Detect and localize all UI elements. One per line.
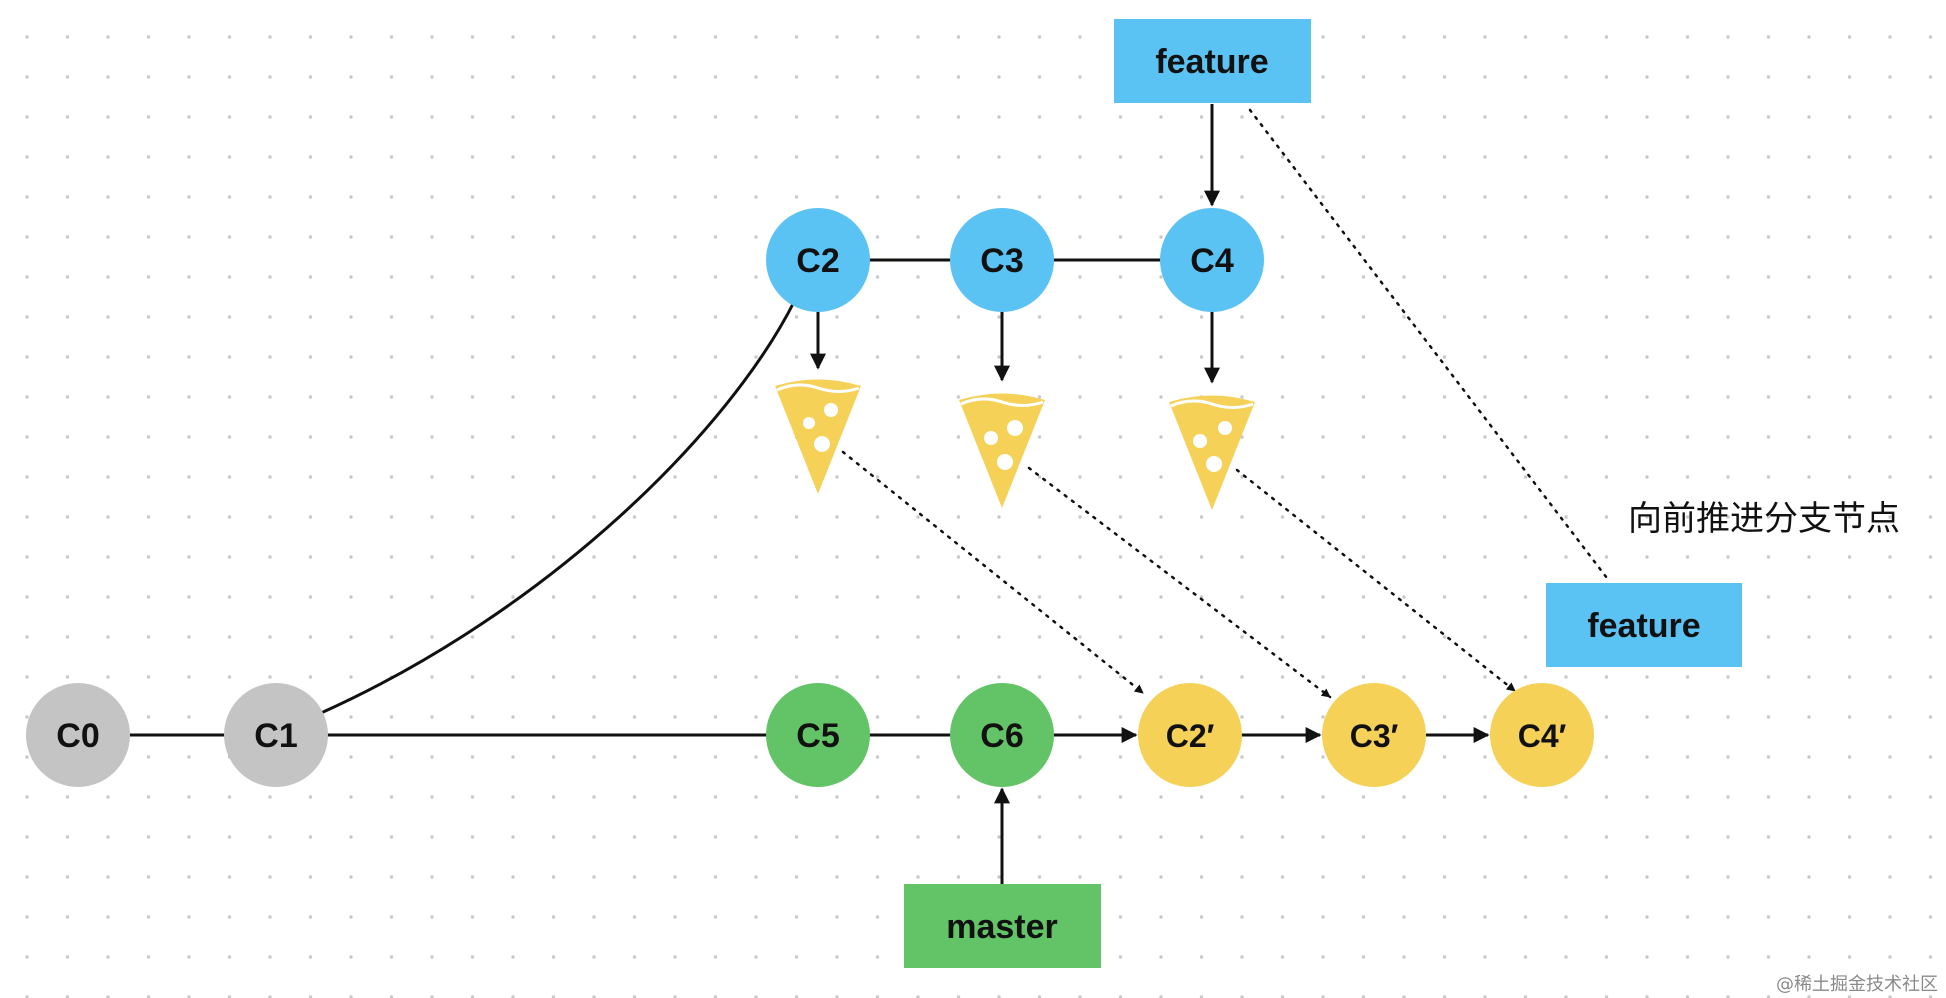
branch-label-feature-new: feature bbox=[1546, 583, 1742, 667]
svg-text:C2′: C2′ bbox=[1166, 718, 1215, 754]
annotation-fast-forward: 向前推进分支节点 bbox=[1628, 499, 1900, 539]
branch-label-master: master bbox=[904, 884, 1101, 968]
commit-c3: C3 bbox=[950, 208, 1054, 312]
svg-text:C4′: C4′ bbox=[1518, 718, 1567, 754]
commit-c5: C5 bbox=[766, 683, 870, 787]
svg-text:C3: C3 bbox=[980, 242, 1023, 280]
svg-text:C5: C5 bbox=[796, 717, 839, 755]
svg-text:C1: C1 bbox=[254, 717, 297, 755]
commit-c2: C2 bbox=[766, 208, 870, 312]
arrows bbox=[810, 104, 1490, 884]
branch-label-feature-old: feature bbox=[1114, 19, 1311, 103]
pizza-slice-icon bbox=[959, 393, 1045, 508]
svg-text:feature: feature bbox=[1587, 607, 1700, 645]
edges bbox=[130, 258, 1162, 737]
svg-text:C3′: C3′ bbox=[1350, 718, 1399, 754]
commit-c0: C0 bbox=[26, 683, 130, 787]
svg-text:C6: C6 bbox=[980, 717, 1023, 755]
commit-c1: C1 bbox=[224, 683, 328, 787]
dotted-arrow-pizza2-c3p bbox=[1027, 466, 1332, 699]
watermark: @稀土掘金技术社区 bbox=[1776, 974, 1938, 995]
dotted-arrow-pizza1-c2p bbox=[841, 450, 1145, 695]
dotted-arrows bbox=[841, 108, 1612, 699]
commit-c2-prime: C2′ bbox=[1138, 683, 1242, 787]
dotted-arrow-pizza3-c4p bbox=[1235, 468, 1517, 693]
edge-c1-c2-curve bbox=[320, 299, 797, 715]
svg-text:master: master bbox=[946, 908, 1058, 946]
pizza-slice-icon bbox=[1169, 395, 1255, 510]
svg-text:C0: C0 bbox=[56, 717, 99, 755]
commit-c4: C4 bbox=[1160, 208, 1264, 312]
pizza-slice-icon bbox=[775, 379, 861, 494]
commit-c3-prime: C3′ bbox=[1322, 683, 1426, 787]
dotted-line-feature-move bbox=[1248, 108, 1612, 584]
commit-c4-prime: C4′ bbox=[1490, 683, 1594, 787]
svg-text:C4: C4 bbox=[1190, 242, 1234, 280]
svg-text:feature: feature bbox=[1155, 43, 1268, 81]
commit-c6: C6 bbox=[950, 683, 1054, 787]
svg-text:C2: C2 bbox=[796, 242, 839, 280]
